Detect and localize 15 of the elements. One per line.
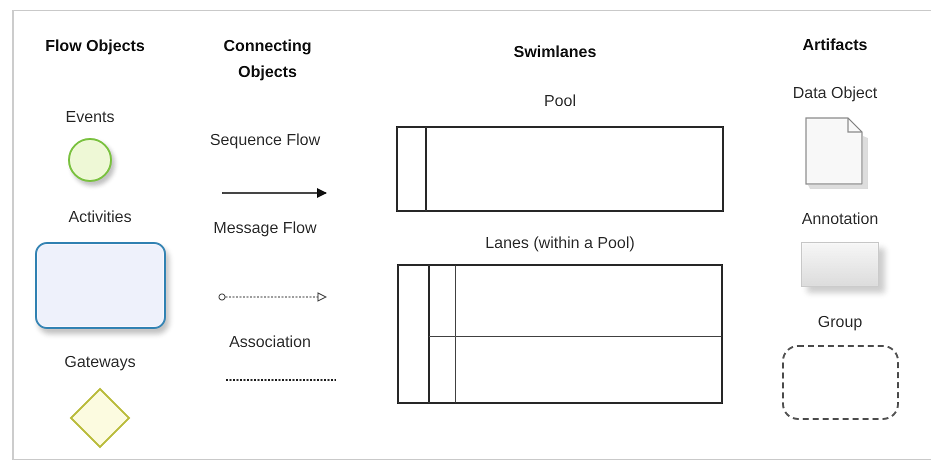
column-heading: Flow Objects — [44, 37, 146, 57]
element-label: Annotation — [802, 210, 878, 230]
column-heading: Connecting Objects — [222, 37, 312, 83]
element-label: Pool — [544, 92, 576, 112]
element-label: Lanes (within a Pool) — [485, 234, 635, 254]
column-heading: Swimlanes — [512, 43, 598, 63]
connector-label: Association — [228, 333, 312, 353]
element-label: Group — [818, 313, 862, 333]
element-label: Data Object — [792, 84, 878, 104]
element-label: Activities — [68, 208, 132, 228]
element-label: Gateways — [64, 353, 136, 373]
element-label: Events — [66, 108, 114, 128]
column-heading: Artifacts — [802, 36, 868, 56]
connector-label: Sequence Flow — [208, 131, 322, 151]
connector-label: Message Flow — [212, 219, 318, 239]
